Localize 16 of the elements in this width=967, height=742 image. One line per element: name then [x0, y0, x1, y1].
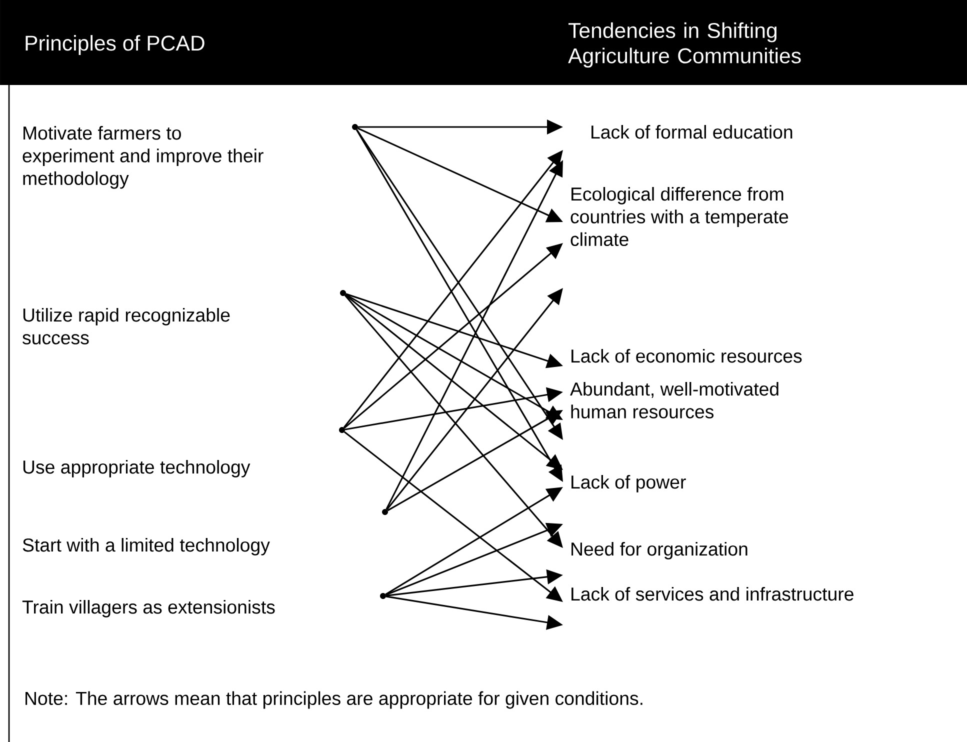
- principle-text: Use appropriate technology: [23, 460, 250, 478]
- principle-text: Start with a limited technology: [22, 538, 270, 556]
- principle-text: Motivate farmers to experiment and improve their methodology: [22, 126, 264, 189]
- tendency-text: Lack of services and infrastructure: [572, 587, 854, 601]
- label: Principles of PCAD: [26, 35, 204, 55]
- tendency-text: Lack of formal education: [592, 125, 792, 139]
- note-text: Note: The arrows mean that principles are appropriate for given conditions.: [26, 691, 642, 709]
- label: Tendencies in Shifting Agriculture Communities: [568, 22, 801, 68]
- principle-text: Train villagers as extensionists: [22, 600, 275, 618]
- principle-text: Utilize rapid recognizable success: [22, 308, 230, 344]
- tendency-text: Need for organization: [572, 542, 748, 560]
- tendency-text: Ecological difference from countries with a temperate climate: [570, 187, 788, 246]
- tendency-text: Lack of power: [572, 475, 686, 492]
- tendency-text: Lack of economic resources: [572, 349, 802, 363]
- header-bar: Principles of PCAD Tendencies in Shifting Agriculture Communities: [0, 0, 967, 85]
- tendency-text: Abundant, well-motivated human resources: [570, 382, 778, 418]
